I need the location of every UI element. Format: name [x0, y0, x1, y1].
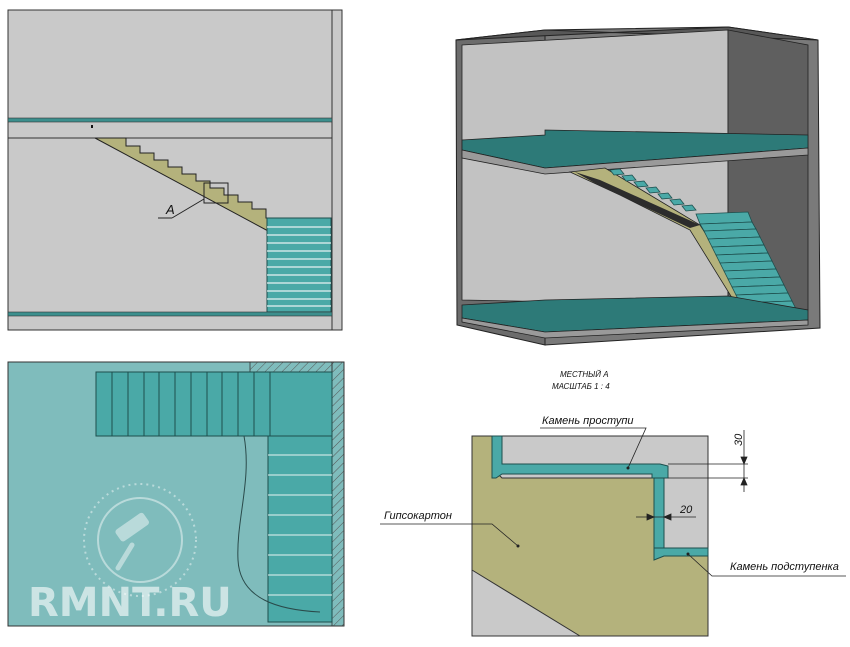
- upper-slab-edge: [461, 147, 809, 175]
- leader-riser-dot: [686, 552, 690, 556]
- plan-wall-hatch-right: [331, 361, 345, 627]
- detail-callout-box: [203, 182, 229, 204]
- dimension-riser-value: 20: [679, 504, 693, 516]
- lower-run-step-lines: [267, 226, 331, 307]
- detail-tread-stone-lower: [653, 547, 709, 561]
- detail-riser-stone: [653, 477, 665, 555]
- isometric-view: [455, 26, 821, 346]
- detail-heading-line2: МАСШТАБ 1 : 4: [552, 382, 610, 391]
- stair-underside-shadow: [575, 172, 700, 228]
- lower-floor-edge: [461, 317, 809, 339]
- leader-riser: [687, 553, 846, 577]
- lower-run-steps: [266, 217, 332, 313]
- leader-drywall: [380, 523, 519, 547]
- section-view: А: [7, 9, 343, 331]
- detail-view: МЕСТНЫЙ А МАСШТАБ 1 : 4 30 20 Кам: [380, 370, 846, 637]
- label-riser-stone: Камень подступенка: [730, 561, 839, 573]
- lower-floor-finish: [7, 311, 333, 317]
- plan-lower-run: [267, 435, 333, 623]
- watermark-text: RMNT.RU: [28, 580, 232, 626]
- section-callout-label: А: [165, 202, 175, 217]
- stair-stringer-section: [94, 137, 271, 233]
- plan-wall-hatch-top: [249, 361, 333, 373]
- leader-drywall-dot: [516, 544, 520, 548]
- label-tread-stone: Камень проступи: [542, 415, 634, 427]
- leader-tread: [540, 427, 647, 469]
- dimension-riser-thickness: [636, 513, 696, 521]
- callout-leader: [171, 198, 205, 219]
- plan-landing: [269, 371, 333, 437]
- slab-marker: [91, 125, 93, 128]
- watermark-logo: [83, 483, 197, 597]
- dimension-tread-thickness: [668, 430, 748, 492]
- label-drywall: Гипсокартон: [384, 510, 452, 522]
- plan-curve-line: [237, 435, 321, 613]
- upper-floor-finish: [7, 117, 333, 123]
- upper-run-steps-3d: [609, 168, 697, 212]
- plan-view: RMNT.RU: [7, 361, 345, 627]
- leader-tread-dot: [626, 466, 630, 470]
- dimension-tread-value: 30: [733, 433, 745, 446]
- plan-lower-run-treads: [268, 454, 332, 596]
- plan-upper-run: [95, 371, 271, 437]
- detail-heading-line1: МЕСТНЫЙ А: [560, 370, 609, 379]
- plan-upper-run-treads: [111, 372, 255, 436]
